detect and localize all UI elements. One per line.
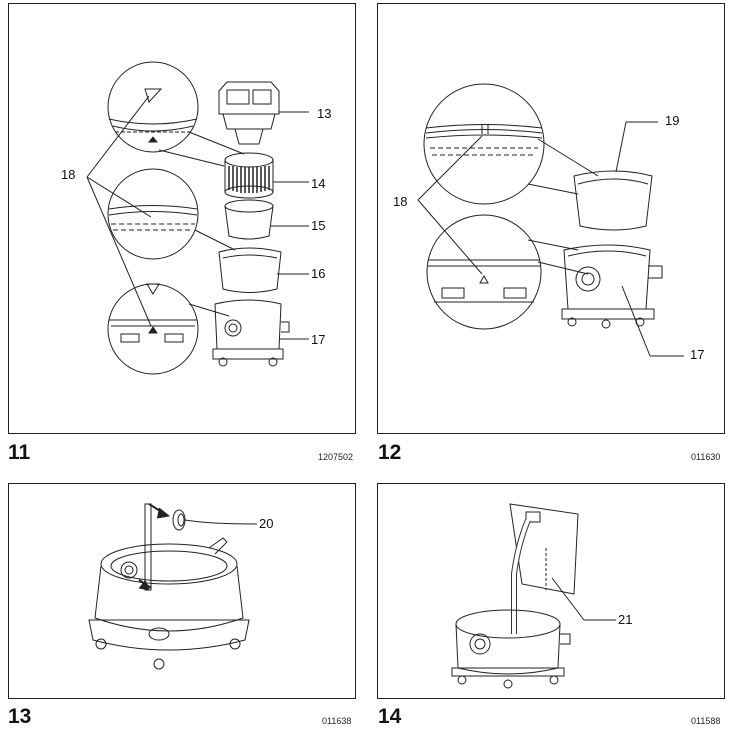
figure-14-code: 011588: [691, 716, 721, 726]
figure-11-callout-13: 13: [317, 106, 332, 121]
figure-12-illustration: [417, 83, 684, 357]
figure-11-code: 1207502: [318, 452, 354, 462]
figure-11-callout-17: 17: [311, 332, 326, 347]
figure-13-callout-20: 20: [259, 516, 274, 531]
figure-11-illustration: [86, 61, 309, 375]
figure-11-callout-16: 16: [311, 266, 326, 281]
figure-12-callout-18: 18: [393, 194, 408, 209]
figure-11-callout-18: 18: [61, 167, 76, 182]
figure-14-callout-21: 21: [618, 612, 633, 627]
figure-14-panel: 21: [377, 483, 725, 699]
figure-11-callout-14: 14: [311, 176, 326, 191]
figure-12-panel: 19 18 17: [377, 3, 725, 434]
figure-14-illustration: [451, 503, 616, 689]
figure-12-number: 12: [378, 441, 402, 464]
figure-12-callout-19: 19: [665, 113, 680, 128]
figure-12-code: 011630: [691, 452, 721, 462]
figure-14-number: 14: [378, 705, 402, 728]
figure-12-callout-17: 17: [690, 347, 705, 362]
figure-13-code: 011638: [322, 716, 352, 726]
figure-11-callout-15: 15: [311, 218, 326, 233]
figure-13-panel: 20: [8, 483, 356, 699]
figure-13-illustration: [88, 503, 258, 670]
figure-13-number: 13: [8, 705, 32, 728]
figure-11-panel: 18 13 14 15 16 17: [8, 3, 356, 434]
figure-11-number: 11: [8, 441, 31, 464]
